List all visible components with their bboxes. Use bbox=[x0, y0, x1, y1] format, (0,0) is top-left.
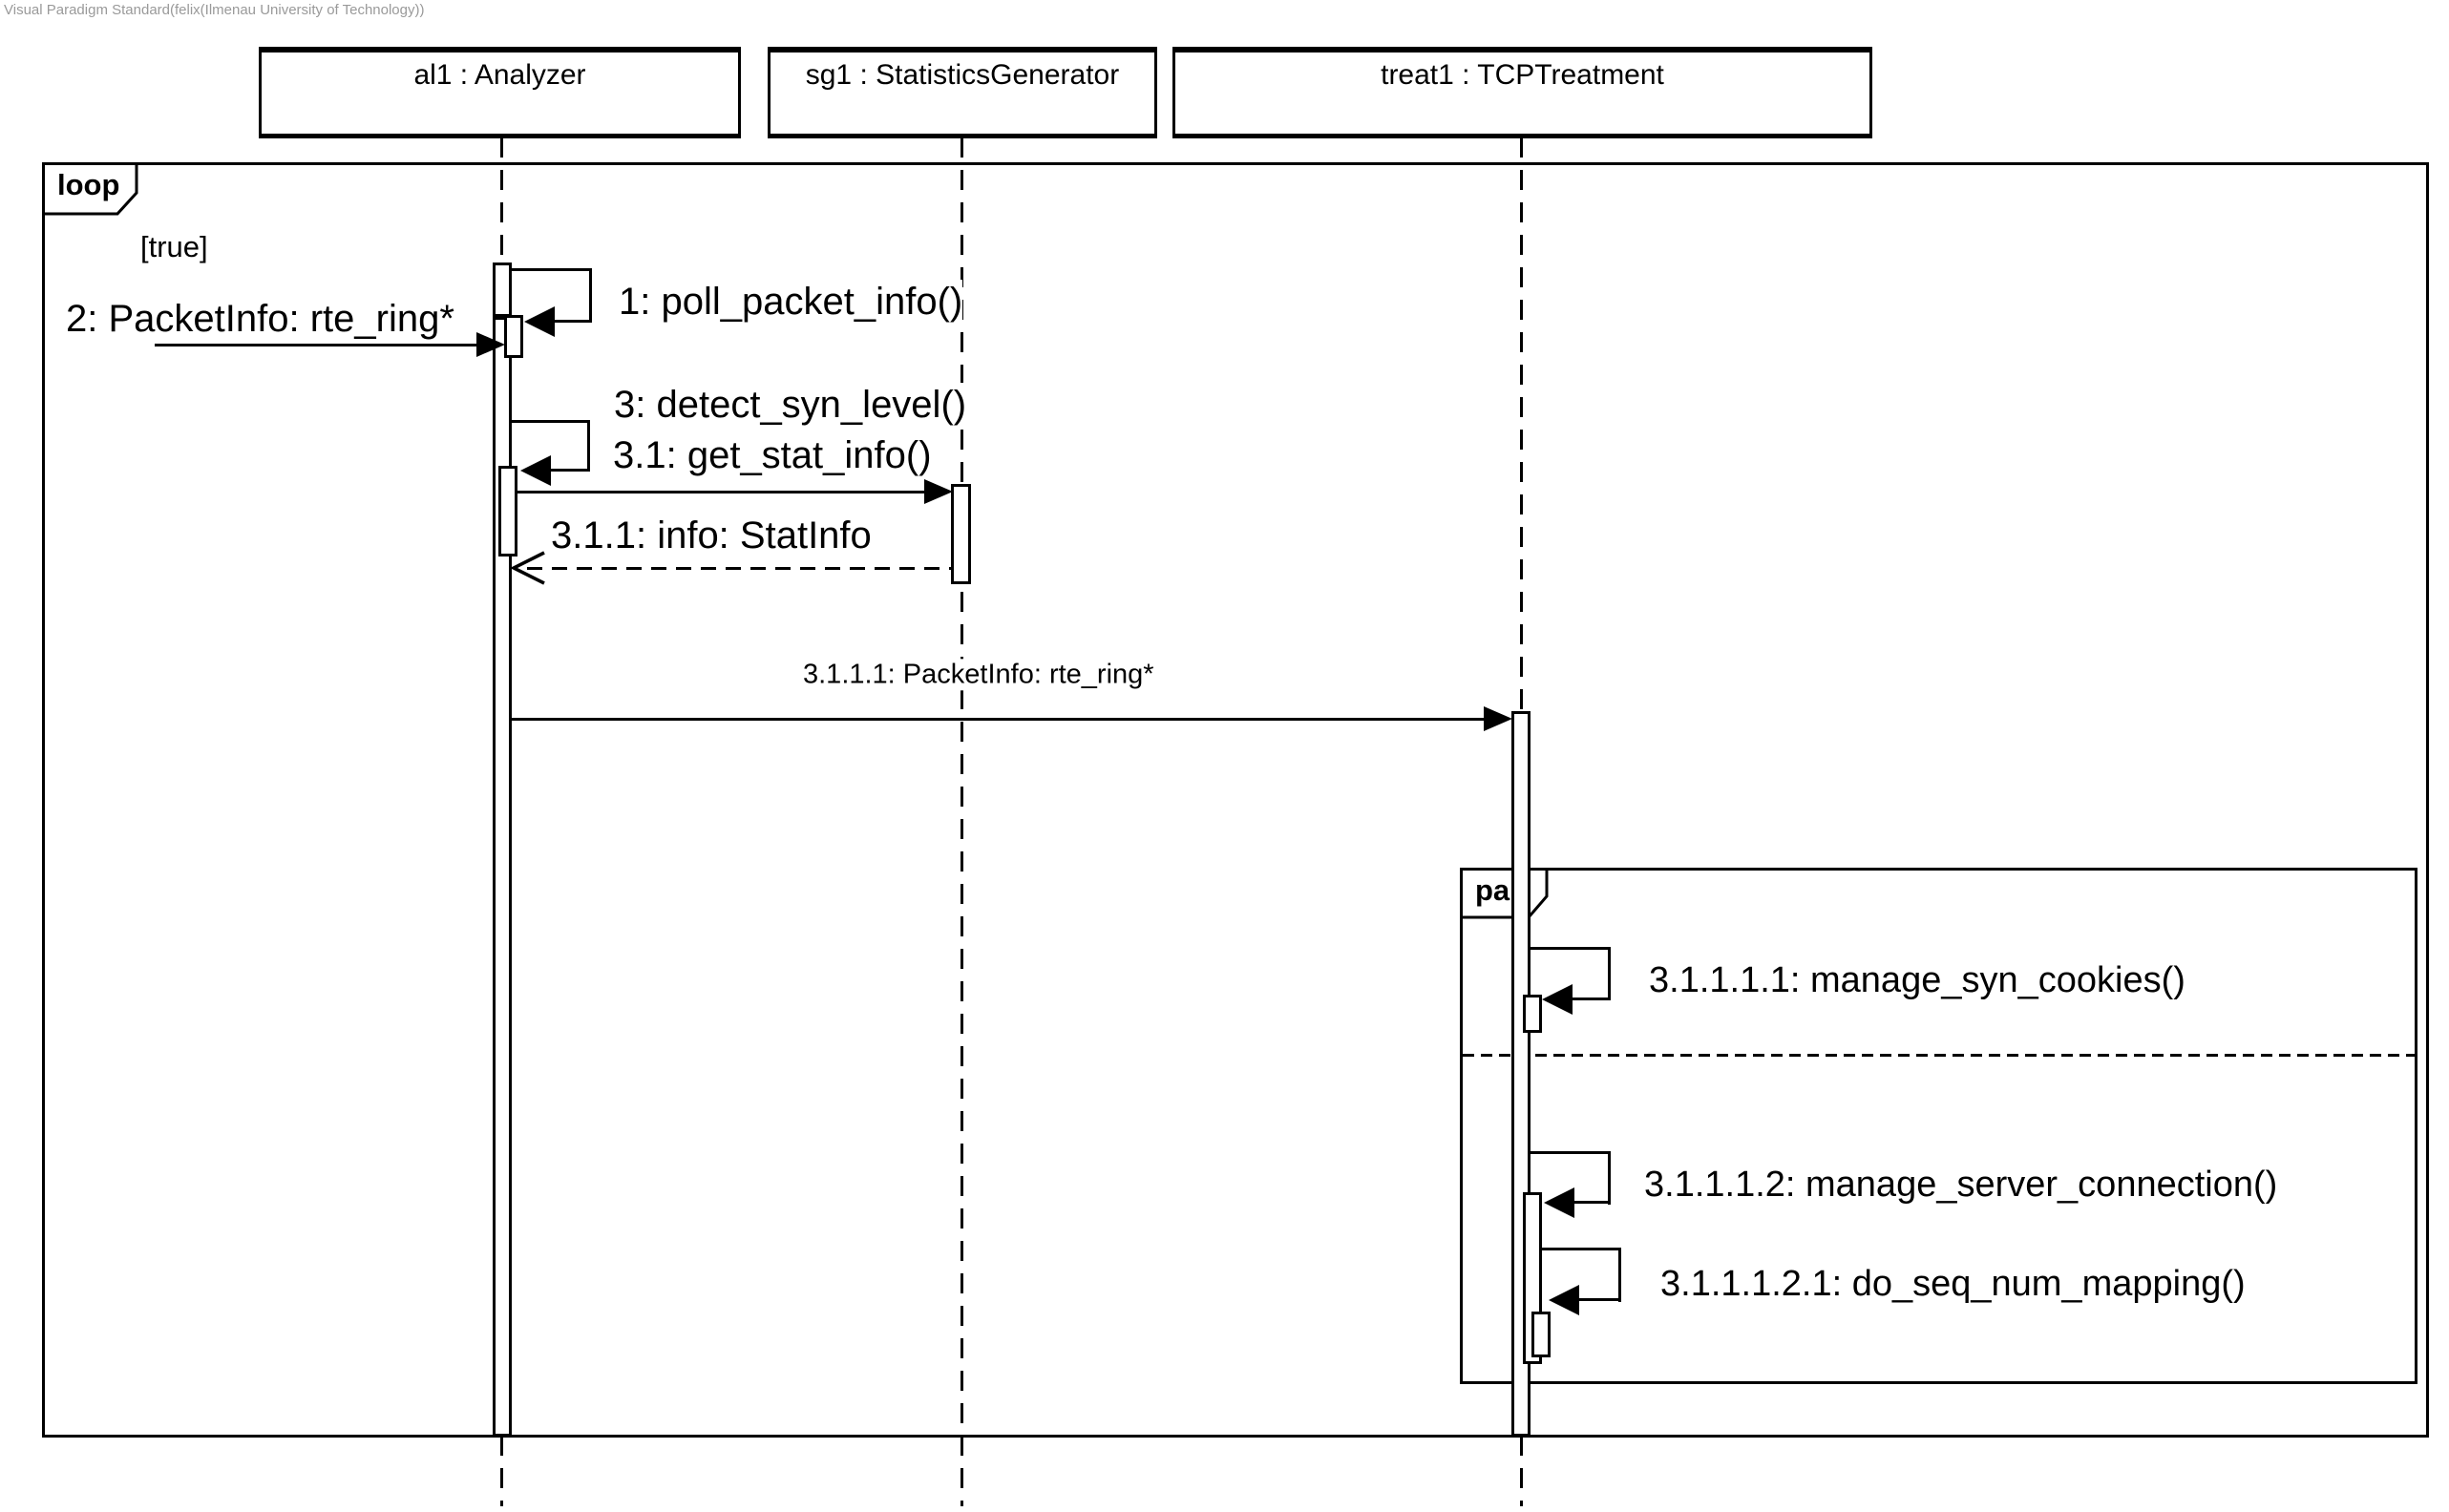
loop-operator-label: loop bbox=[57, 168, 120, 201]
message-3-label: 3: detect_syn_level() bbox=[614, 383, 967, 427]
lifeline-head-treat1: treat1 : TCPTreatment bbox=[1172, 47, 1872, 138]
message-3-1-1-1-2-arrowhead-icon bbox=[1544, 1187, 1574, 1218]
activation-al1-msg1 bbox=[504, 315, 523, 358]
message-3-1-1-1-1-arrowhead-icon bbox=[1542, 984, 1573, 1015]
message-2-arrowhead-icon bbox=[476, 332, 505, 357]
watermark-text: Visual Paradigm Standard(felix(Ilmenau U… bbox=[4, 2, 425, 18]
lifeline-label-al1: al1 : Analyzer bbox=[413, 59, 586, 91]
message-3-line-right bbox=[587, 420, 590, 472]
loop-pentagon-shape bbox=[42, 162, 138, 216]
loop-operator-pentagon: loop bbox=[42, 162, 139, 216]
message-3-1-1-1-line bbox=[512, 718, 1485, 721]
activation-al1-msg3 bbox=[498, 466, 517, 556]
message-3-1-1-1-2-line-right bbox=[1608, 1151, 1611, 1205]
activation-treat1-syncookies bbox=[1523, 995, 1542, 1033]
message-3-1-1-1-2-1-line-right bbox=[1618, 1248, 1621, 1302]
loop-guard-label: [true] bbox=[140, 230, 208, 263]
message-2-label: 2: PacketInfo: rte_ring* bbox=[66, 297, 454, 341]
message-3-1-1-1-2-1-label: 3.1.1.1.2.1: do_seq_num_mapping() bbox=[1660, 1264, 2246, 1306]
par-fragment bbox=[1460, 868, 2417, 1384]
message-3-1-1-1-1-line-bottom bbox=[1573, 998, 1611, 1000]
message-3-1-1-1-1-label: 3.1.1.1.1: manage_syn_cookies() bbox=[1649, 960, 2185, 1002]
message-3-1-1-line bbox=[527, 567, 951, 570]
par-divider-line bbox=[1463, 1054, 2415, 1057]
lifeline-label-treat1: treat1 : TCPTreatment bbox=[1381, 59, 1664, 91]
message-3-1-1-1-arrowhead-icon bbox=[1484, 706, 1512, 731]
message-3-1-line bbox=[517, 491, 924, 494]
message-1-line-right bbox=[589, 268, 592, 323]
lifeline-head-al1: al1 : Analyzer bbox=[259, 47, 741, 138]
lifeline-sg1 bbox=[961, 137, 963, 1506]
message-3-1-1-1-2-1-line-bottom bbox=[1579, 1298, 1621, 1301]
par-operator-pentagon: par bbox=[1460, 868, 1550, 919]
message-3-1-1-open-arrowhead-icon bbox=[510, 551, 545, 585]
lifeline-head-sg1: sg1 : StatisticsGenerator bbox=[768, 47, 1157, 138]
message-3-1-1-1-1-line-top bbox=[1531, 947, 1611, 950]
message-3-line-bottom bbox=[551, 469, 590, 472]
activation-sg1 bbox=[951, 484, 971, 584]
message-3-1-1-1-2-1-line-top bbox=[1542, 1248, 1621, 1250]
message-1-arrowhead-icon bbox=[524, 306, 555, 337]
message-3-1-arrowhead-icon bbox=[924, 479, 953, 504]
message-1-label: 1: poll_packet_info() bbox=[619, 280, 963, 324]
message-1-line-top bbox=[512, 268, 592, 271]
message-3-arrowhead-icon bbox=[520, 455, 551, 486]
message-3-1-1-1-2-line-bottom bbox=[1574, 1201, 1611, 1204]
message-3-1-1-1-2-line-top bbox=[1531, 1151, 1611, 1154]
message-3-line-top bbox=[512, 420, 590, 423]
activation-al1-top bbox=[493, 262, 512, 317]
message-3-1-1-1-1-line-right bbox=[1608, 947, 1611, 1000]
message-3-1-1-1-2-label: 3.1.1.1.2: manage_server_connection() bbox=[1644, 1165, 2278, 1207]
activation-treat1-seqnum bbox=[1531, 1312, 1551, 1357]
message-3-1-1-1-label: 3.1.1.1: PacketInfo: rte_ring* bbox=[803, 659, 1154, 691]
message-1-line-bottom bbox=[555, 320, 592, 323]
activation-al1-main bbox=[493, 317, 512, 1437]
message-3-1-1-label: 3.1.1: info: StatInfo bbox=[551, 514, 872, 557]
message-3-1-1-1-2-1-arrowhead-icon bbox=[1549, 1285, 1579, 1315]
message-2-line bbox=[155, 344, 476, 346]
lifeline-label-sg1: sg1 : StatisticsGenerator bbox=[805, 59, 1120, 91]
loop-fragment bbox=[42, 162, 2429, 1438]
message-3-1-label: 3.1: get_stat_info() bbox=[613, 433, 932, 477]
